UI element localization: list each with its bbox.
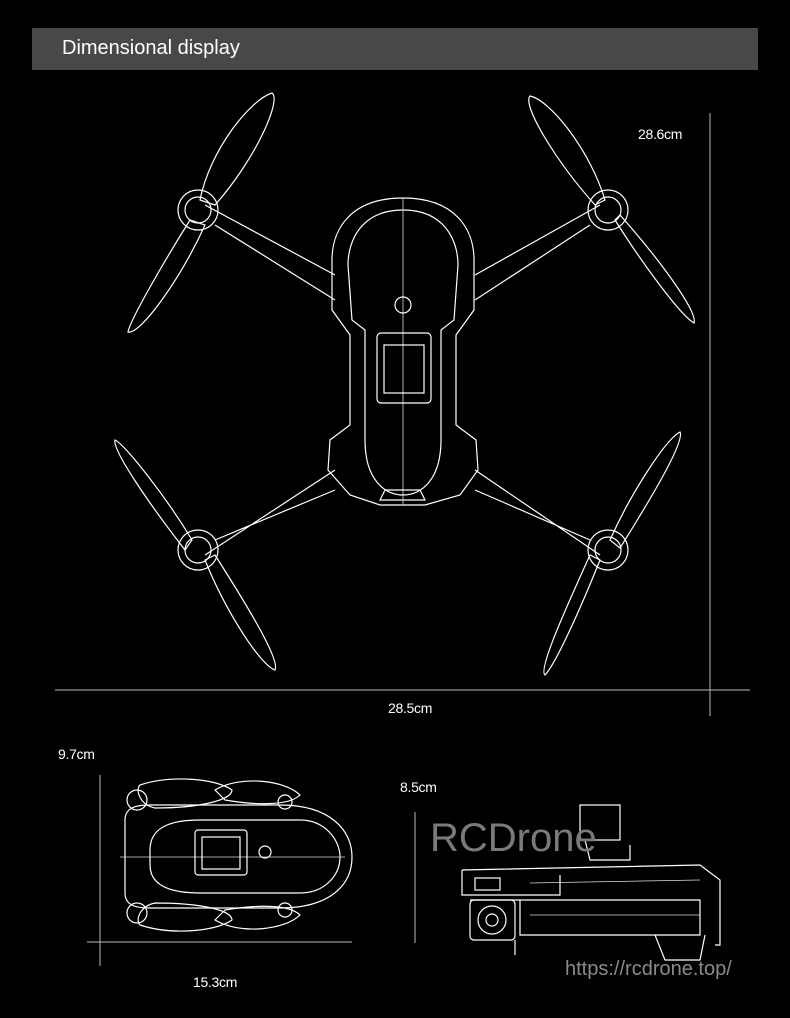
drone-side-view xyxy=(461,804,721,961)
watermark-brand: RCDrone xyxy=(430,816,597,860)
watermark-url: https://rcdrone.top/ xyxy=(565,958,732,980)
folded-width-label: 9.7cm xyxy=(58,746,95,762)
folded-length-label: 15.3cm xyxy=(193,974,238,990)
section-header: Dimensional display xyxy=(32,28,758,70)
drone-top-view xyxy=(114,92,695,676)
width-label: 28.5cm xyxy=(388,700,433,716)
height-label: 8.5cm xyxy=(400,779,437,795)
drone-folded-top-view xyxy=(120,778,353,932)
length-label: 28.6cm xyxy=(638,126,683,142)
section-title: Dimensional display xyxy=(62,37,240,59)
